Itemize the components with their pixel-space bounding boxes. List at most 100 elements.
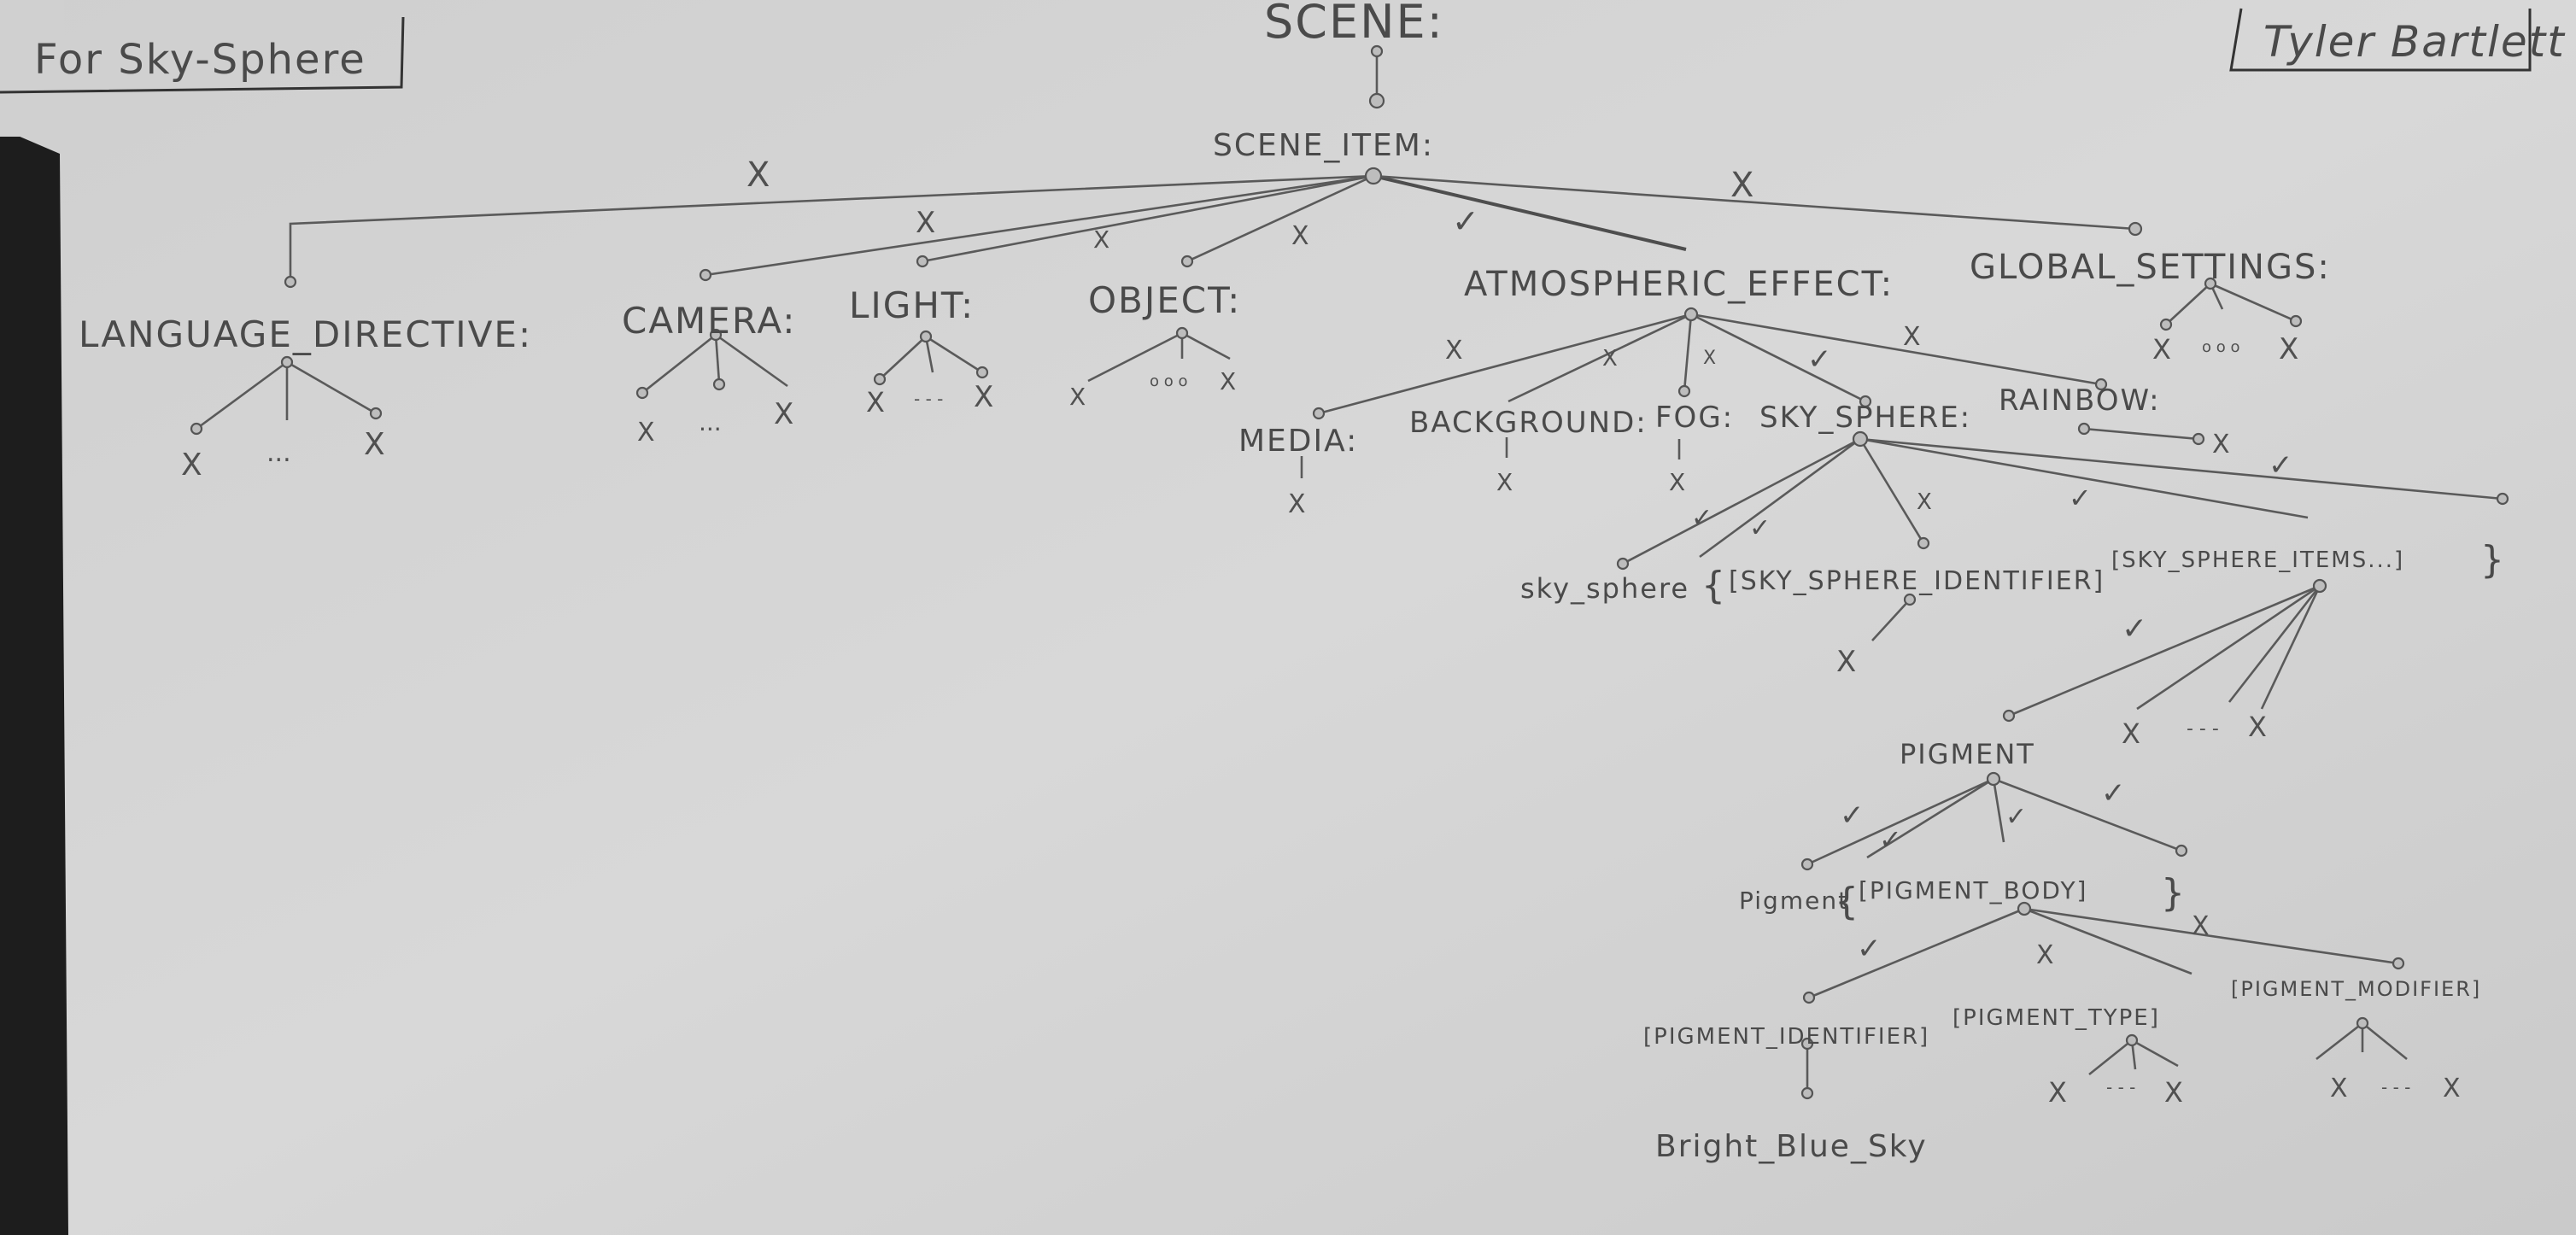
node-dot [709,328,723,342]
node-dot [369,407,383,420]
node-dot [1917,536,1930,550]
check-mark: ✓ [2069,482,2092,514]
sky-sphere-identifier-label: [SKY_SPHERE_IDENTIFIER] [1729,566,2105,596]
check-mark: ✓ [1452,202,1479,240]
node-dot [2002,709,2016,723]
background-label: BACKGROUND: [1409,406,1648,440]
ellipsis: ... [266,438,291,468]
cross-mark: X [1093,225,1109,254]
node-dot [1852,430,1869,448]
node-dot [1175,326,1189,340]
atmospheric-effect-label: ATMOSPHERIC_EFFECT: [1464,265,1894,304]
tree-edges [196,51,2503,1092]
check-mark: ✓ [2005,802,2027,832]
check-mark: ✓ [1840,799,1865,833]
light-label: LIGHT: [849,284,975,326]
node-dot [919,330,933,343]
paper-corner [0,0,64,137]
cross-mark: X [1903,322,1921,352]
sky-sphere-keyword: sky_sphere [1520,572,1689,605]
sky-sphere-label: SKY_SPHERE: [1759,401,1971,435]
language-directive-label: LANGUAGE_DIRECTIVE: [79,313,532,355]
sky-sphere-items-label: [SKY_SPHERE_ITEMS...] [2111,547,2404,573]
cross-mark: X [2152,333,2171,366]
cross-mark: X [364,427,385,462]
node-dot [712,378,726,391]
pigment-type-label: [PIGMENT_TYPE] [1952,1005,2160,1031]
node-dot [1800,1037,1814,1051]
cross-mark: X [916,206,935,240]
node-dot [1677,384,1691,398]
check-mark: ✓ [1807,342,1832,377]
check-mark: ✓ [1749,513,1771,543]
check-mark: ✓ [2269,448,2293,483]
cross-mark: X [1288,489,1306,519]
node-dot [280,355,294,369]
node-dot [190,422,203,436]
brace-open: { [1701,564,1727,607]
node-dot [975,366,989,379]
small-ellipsis: - - - [2106,1077,2135,1097]
node-dot [873,372,887,386]
node-dot [1180,255,1194,268]
node-dot [1800,1086,1814,1100]
node-dot [1800,857,1814,871]
node-dot [1802,991,1816,1004]
cross-mark: X [2443,1074,2461,1103]
node-dot [2496,492,2509,506]
left-note-box: For Sky-Sphere [0,16,405,94]
left-note-text: For Sky-Sphere [34,36,366,84]
brace-close: } [2480,538,2506,582]
check-mark: ✓ [2101,776,2126,811]
cross-mark: X [2212,430,2230,459]
dot-ellipsis: o o o [2202,338,2239,356]
cross-mark: X [1836,645,1856,679]
pigment-brace-open: { [1835,880,1860,923]
cross-mark: X [2330,1074,2348,1103]
small-ellipsis: - - - [2381,1077,2410,1097]
node-dot [1312,407,1326,420]
rainbow-label: RAINBOW: [1999,383,2161,418]
check-mark: ✓ [2122,612,2147,647]
cross-mark: X [1917,489,1932,515]
node-dot [2017,901,2032,916]
pigment-brace-close: } [2161,871,2187,915]
cross-mark: X [1220,367,1236,395]
node-dot [2128,221,2143,237]
node-dot [1368,92,1385,109]
cross-mark: X [637,418,655,448]
node-dot [1370,44,1384,58]
scene-title: SCENE: [1264,0,1444,49]
node-dot [699,268,712,282]
check-mark: ✓ [1857,932,1882,966]
cross-mark: X [2279,332,2298,366]
global-settings-label: GLOBAL_SETTINGS: [1970,248,2331,287]
cross-mark: X [974,380,993,414]
node-dot [2175,844,2188,857]
node-dot [2077,422,2091,436]
cross-mark: X [2164,1076,2183,1109]
cross-mark: X [1703,348,1716,369]
node-dot [1616,557,1630,571]
node-dot [1859,395,1872,408]
dot-ellipsis: o o o [1150,372,1187,390]
fog-label: FOG: [1655,401,1734,435]
cross-mark: X [1730,166,1753,205]
node-dot [1683,307,1699,322]
object-label: OBJECT: [1088,279,1241,321]
cross-mark: X [2048,1076,2067,1109]
cross-mark: X [746,155,770,195]
node-dot [1986,771,2001,787]
pigment-label: PIGMENT [1900,738,2035,770]
cross-mark: X [1291,221,1309,251]
pigment-keyword: Pigment [1739,887,1849,915]
cross-mark: X [2122,717,2140,750]
cross-mark: X [866,386,885,418]
media-label: MEDIA: [1238,424,1358,459]
node-dot [2159,318,2173,331]
cross-mark: X [2248,711,2267,743]
node-dot [1903,593,1917,606]
node-dot [2192,432,2205,446]
node-dot [635,386,649,400]
